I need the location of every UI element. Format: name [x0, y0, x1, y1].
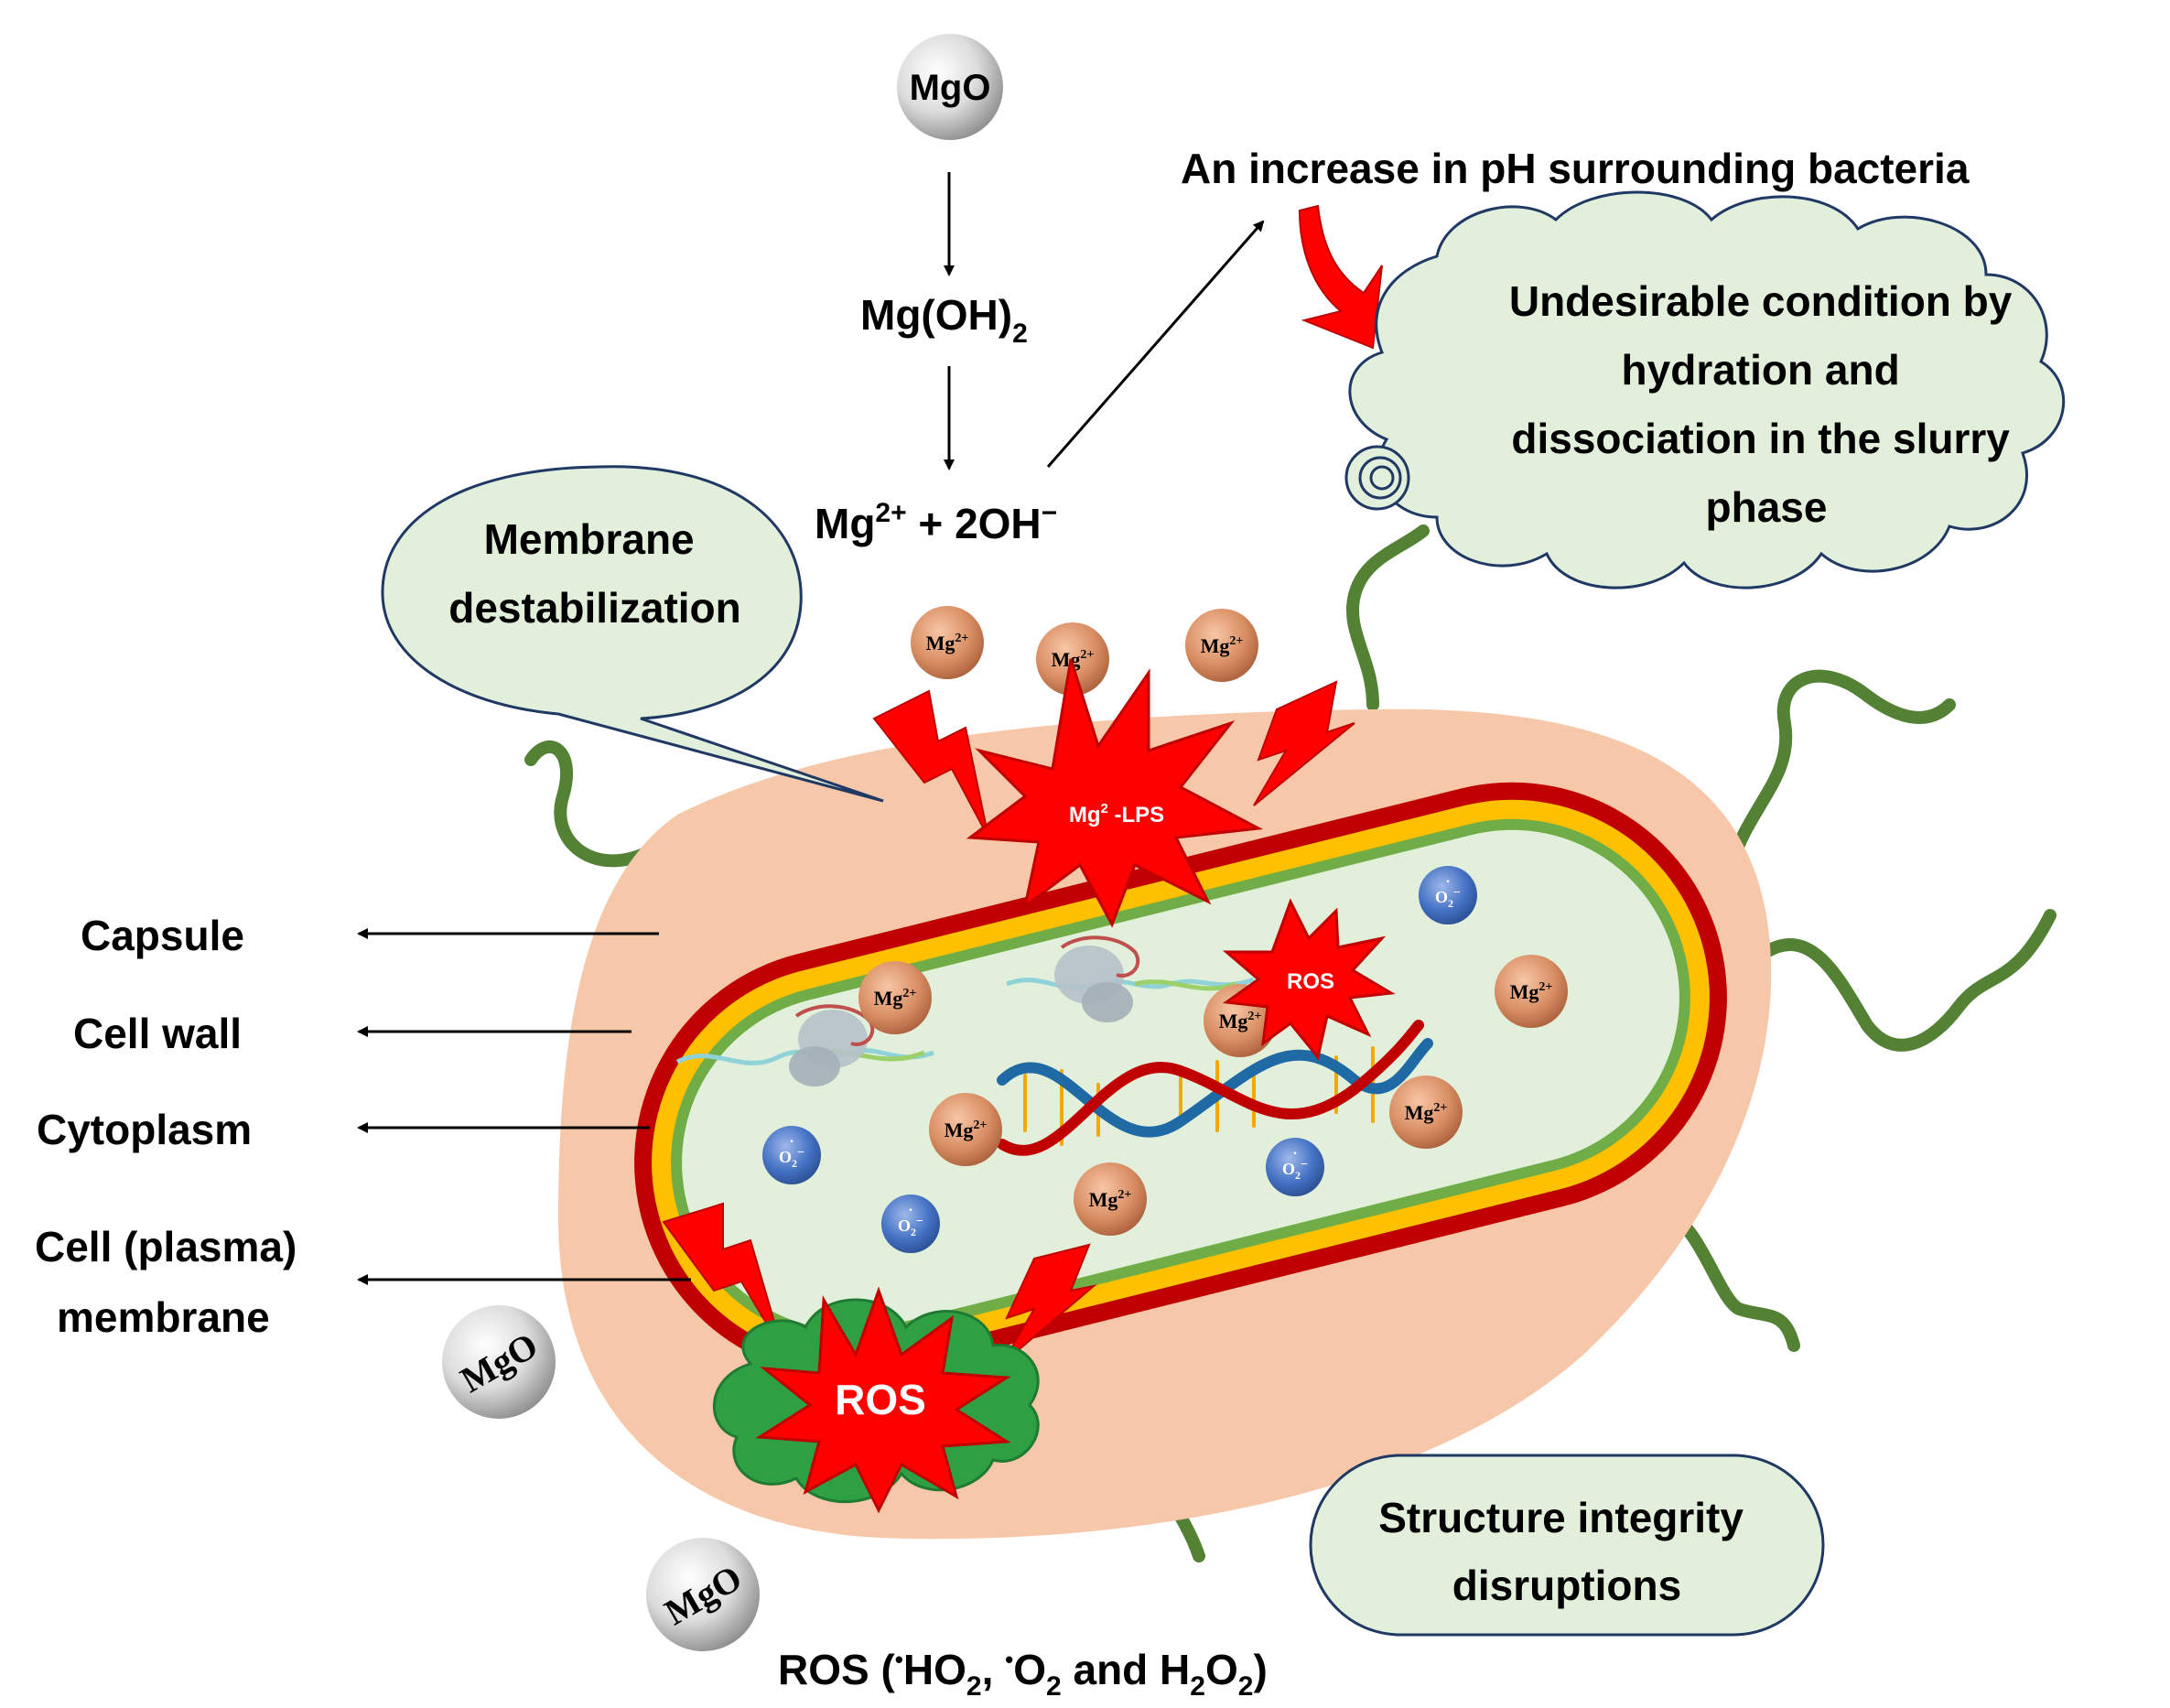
svg-text:O2−: O2− — [779, 1146, 804, 1170]
layer-labels: Capsule Cell wall Cytoplasm Cell (plasma… — [35, 912, 691, 1341]
flagellum — [1346, 524, 1430, 711]
svg-text:Mg2+: Mg2+ — [1219, 1010, 1262, 1032]
mg2plus-ion: Mg2+ — [858, 961, 932, 1034]
svg-text:Mg2+: Mg2+ — [1052, 648, 1095, 671]
lightning-bolt-icon — [662, 1202, 783, 1351]
svg-text:·: · — [908, 1203, 912, 1218]
svg-text:·: · — [789, 1134, 794, 1150]
svg-text:O2−: O2− — [898, 1215, 923, 1238]
ph-increase-label: An increase in pH surrounding bacteria — [1181, 145, 1970, 192]
svg-text:Mg2+: Mg2+ — [945, 1119, 988, 1141]
red-curved-arrow-icon — [1298, 204, 1383, 350]
lightning-bolts-bottom — [662, 1202, 1097, 1365]
ros-small-label: ROS — [1287, 969, 1334, 994]
membrane-destabilization-text: Membrane destabilization — [448, 515, 740, 632]
mg-lps-burst: Mg2 -LPS — [966, 658, 1264, 928]
superoxide-ion: · O2− — [1266, 1138, 1324, 1196]
svg-text:Mg2+: Mg2+ — [1201, 634, 1244, 657]
ros-damage-cloud: ROS — [713, 1286, 1040, 1514]
plasma-membrane-label: Cell (plasma) membrane — [35, 1223, 308, 1341]
structure-integrity-text: Structure integrity disruptions — [1378, 1494, 1755, 1609]
flagellum — [1760, 909, 2057, 1052]
lightning-bolt-icon — [872, 689, 989, 838]
thought-bubble-inner — [1369, 465, 1395, 491]
ribosome-mrna-top — [1006, 935, 1255, 1022]
flagellum — [524, 740, 656, 868]
dissociated-ions-label: Mg2+ + 2OH− — [815, 498, 1057, 547]
mg-hydroxide-label: Mg(OH)2 — [860, 291, 1028, 349]
svg-text:MgO: MgO — [910, 68, 991, 108]
ros-large-label: ROS — [835, 1376, 926, 1423]
lightning-bolts-top — [872, 680, 1355, 838]
svg-text:Mg2+: Mg2+ — [926, 632, 969, 654]
callout-box — [1309, 1454, 1825, 1637]
mgo-particle: MgO — [646, 1538, 760, 1651]
superoxide-ion: · O2− — [881, 1195, 940, 1253]
capsule-label: Capsule — [81, 912, 244, 959]
svg-text:Mg2+: Mg2+ — [1089, 1188, 1132, 1211]
cloud-text: Undesirable condition by hydration and d… — [1509, 277, 2024, 531]
dna-double-helix — [997, 1020, 1433, 1156]
burst-shape — [755, 1286, 1011, 1514]
lightning-bolt-icon — [1001, 1243, 1097, 1365]
mg2plus-ion: Mg2+ — [911, 606, 984, 679]
superoxide-group: · O2− · O2− · O2− · O2− — [762, 866, 1477, 1253]
mg-lps-label: Mg2 -LPS — [1069, 801, 1164, 827]
superoxide-ion: · O2− — [762, 1126, 821, 1184]
ros-species-caption: ROS (•HO2, •O2 and H2O2) — [778, 1646, 1268, 1702]
svg-text:·: · — [1445, 874, 1450, 890]
mg2plus-ion: Mg2+ — [929, 1093, 1002, 1166]
thought-cloud: Undesirable condition by hydration and d… — [1344, 190, 2066, 589]
svg-text:O2−: O2− — [1282, 1158, 1308, 1182]
mgo-sphere-top: MgO — [897, 34, 1003, 140]
ph-increase-arrow — [1046, 220, 1265, 468]
svg-text:O2−: O2− — [1435, 886, 1461, 910]
mg2plus-ion: Mg2+ — [1389, 1076, 1463, 1149]
svg-text:Mg2+: Mg2+ — [1510, 980, 1553, 1003]
superoxide-ion: · O2− — [1419, 866, 1477, 924]
cell-wall-label: Cell wall — [73, 1010, 242, 1057]
svg-text:·: · — [1292, 1146, 1297, 1162]
mg2plus-ion: Mg2+ — [1495, 955, 1568, 1028]
lightning-bolt-icon — [1253, 680, 1355, 806]
burst-shape — [966, 658, 1264, 928]
cytoplasm-label: Cytoplasm — [37, 1106, 252, 1153]
mgo-particle: MgO — [442, 1305, 556, 1419]
speech-bubble-shape — [381, 465, 884, 803]
svg-text:Mg2+: Mg2+ — [874, 987, 917, 1010]
reaction-pathway: MgO Mg(OH)2 Mg2+ + 2OH− — [815, 34, 1265, 547]
ros-burst-small: ROS — [1222, 898, 1396, 1061]
burst-shape — [1222, 898, 1396, 1061]
svg-text:Mg2+: Mg2+ — [1405, 1101, 1448, 1124]
mg2plus-ion: Mg2+ — [1185, 609, 1258, 682]
structure-integrity-callout: Structure integrity disruptions — [1309, 1454, 1825, 1637]
membrane-destabilization-callout: Membrane destabilization — [381, 465, 884, 803]
flagellum — [1723, 669, 1956, 876]
ribosome-mrna-left — [675, 1004, 934, 1086]
mg2plus-ion: Mg2+ — [1074, 1162, 1147, 1236]
mg2plus-ion: Mg2+ — [1036, 622, 1109, 696]
